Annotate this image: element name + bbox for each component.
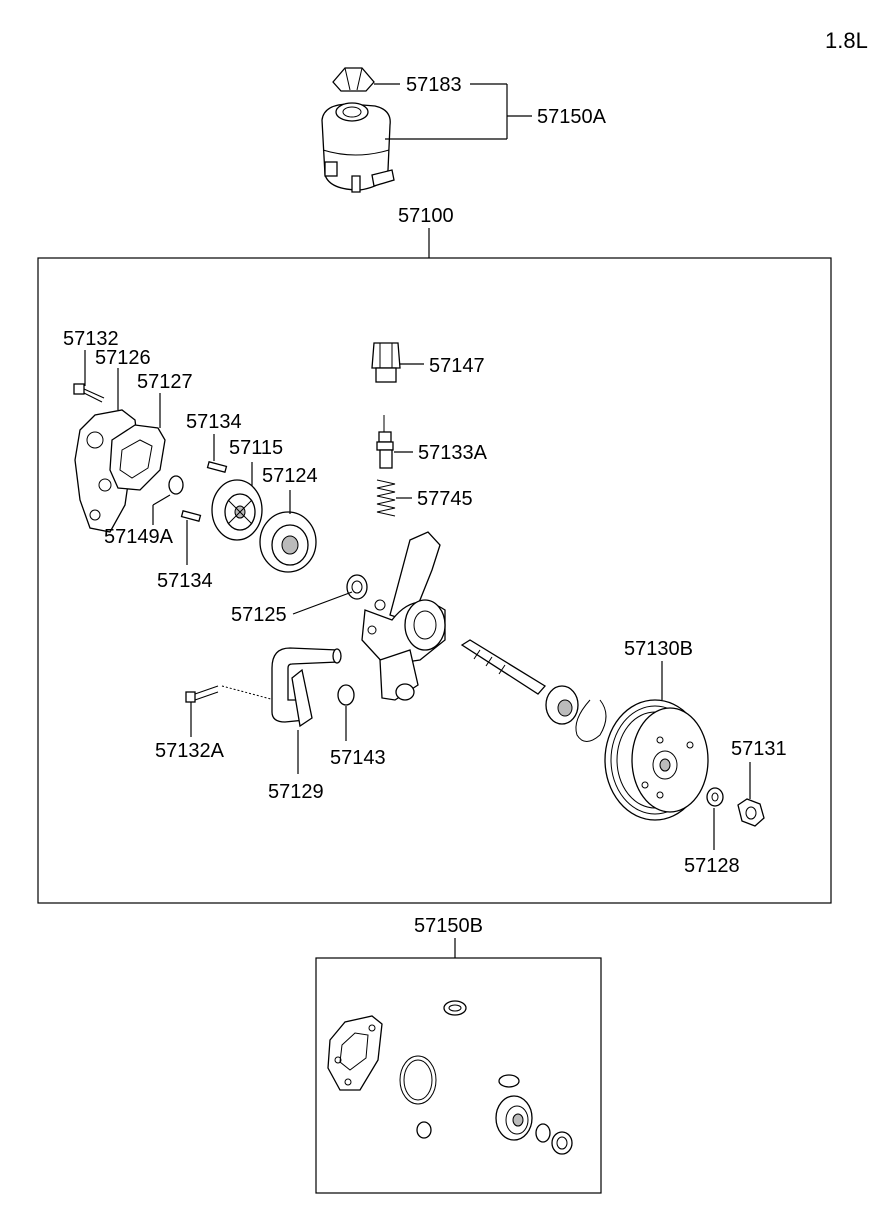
label-57125: 57125 — [231, 604, 287, 626]
reservoir-cap-drawing — [332, 67, 375, 92]
fitting-57147-drawing — [371, 342, 401, 383]
label-57745: 57745 — [417, 488, 473, 510]
shaft-drawing — [460, 639, 546, 695]
pin-57134-upper-drawing — [206, 460, 228, 474]
rotor-57115-drawing — [211, 479, 263, 541]
kit-bushing-drawing — [551, 1131, 573, 1155]
snap-ring-drawing — [575, 699, 607, 742]
label-57130B: 57130B — [624, 638, 693, 660]
label-57126: 57126 — [95, 347, 151, 369]
label-57133A: 57133A — [418, 442, 488, 464]
label-57134-upper: 57134 — [186, 411, 242, 433]
label-57127: 57127 — [137, 371, 193, 393]
label-57150B: 57150B — [414, 915, 483, 937]
label-57115: 57115 — [229, 437, 283, 459]
label-57131: 57131 — [731, 738, 787, 760]
engine-variant-label: 1.8L — [825, 28, 868, 53]
pin-57134-lower-drawing — [180, 509, 202, 523]
kit-o-ring-right-drawing — [498, 1074, 520, 1088]
label-57128: 57128 — [684, 855, 740, 877]
label-57143: 57143 — [330, 747, 386, 769]
valve-57133A-drawing — [376, 415, 394, 469]
label-57129: 57129 — [268, 781, 324, 803]
bolt-57132A-drawing — [185, 685, 283, 703]
label-57149A: 57149A — [104, 526, 174, 548]
bearing-drawing — [545, 685, 579, 725]
kit-o-ring-small-drawing — [416, 1121, 432, 1139]
label-57132: 57132 — [63, 328, 119, 350]
kit-o-ring-top-drawing — [443, 1000, 467, 1016]
label-57147: 57147 — [429, 355, 485, 377]
spring-57125-drawing — [346, 574, 368, 600]
dowel-57149A-drawing — [168, 475, 184, 495]
pump-body-drawing — [361, 531, 446, 701]
gasket-kit-frame — [315, 957, 602, 1194]
label-57100: 57100 — [398, 205, 454, 227]
label-57183: 57183 — [406, 74, 462, 96]
pipe-57129-drawing — [271, 647, 342, 728]
label-57134-lower: 57134 — [157, 570, 213, 592]
reservoir-tank-drawing — [321, 102, 395, 193]
washer-57128-drawing — [706, 787, 724, 807]
pump-gasket-drawing — [109, 424, 166, 491]
label-57150A: 57150A — [537, 106, 607, 128]
pump-assembly-frame — [37, 257, 832, 904]
o-ring-57143-drawing — [337, 684, 355, 706]
nut-57131-drawing — [737, 798, 765, 827]
label-57132A: 57132A — [155, 740, 225, 762]
cam-ring-57124-drawing — [259, 511, 317, 573]
bolt-57132-drawing — [73, 383, 105, 403]
kit-seal-drawing — [535, 1123, 551, 1143]
kit-gasket-drawing — [327, 1015, 383, 1091]
label-57124: 57124 — [262, 465, 318, 487]
kit-o-ring-large-drawing — [399, 1055, 437, 1105]
spring-57745-drawing — [376, 479, 396, 517]
pulley-57130B-drawing — [604, 699, 709, 821]
kit-bearing-drawing — [495, 1095, 533, 1141]
